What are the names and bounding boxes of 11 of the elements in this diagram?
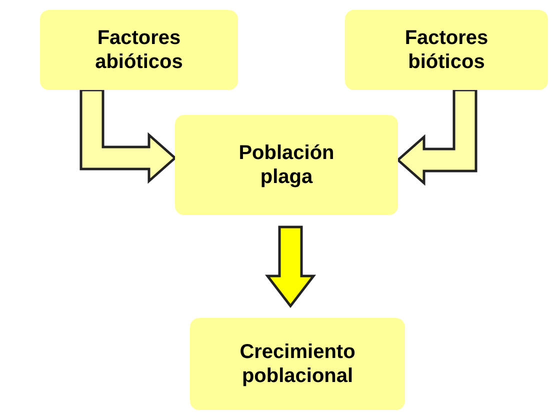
process-box — [175, 115, 398, 215]
node-label: Factores bióticos — [404, 26, 490, 74]
node-label: Población plaga — [238, 141, 336, 189]
block-arrow — [264, 226, 316, 308]
process-box — [190, 318, 405, 410]
process-box — [345, 10, 548, 90]
block-arrow — [80, 88, 177, 184]
block-arrow — [396, 88, 478, 186]
node-label: Factores abióticos — [94, 26, 184, 74]
node-label: Crecimiento poblacional — [238, 340, 356, 388]
process-box — [40, 10, 238, 90]
